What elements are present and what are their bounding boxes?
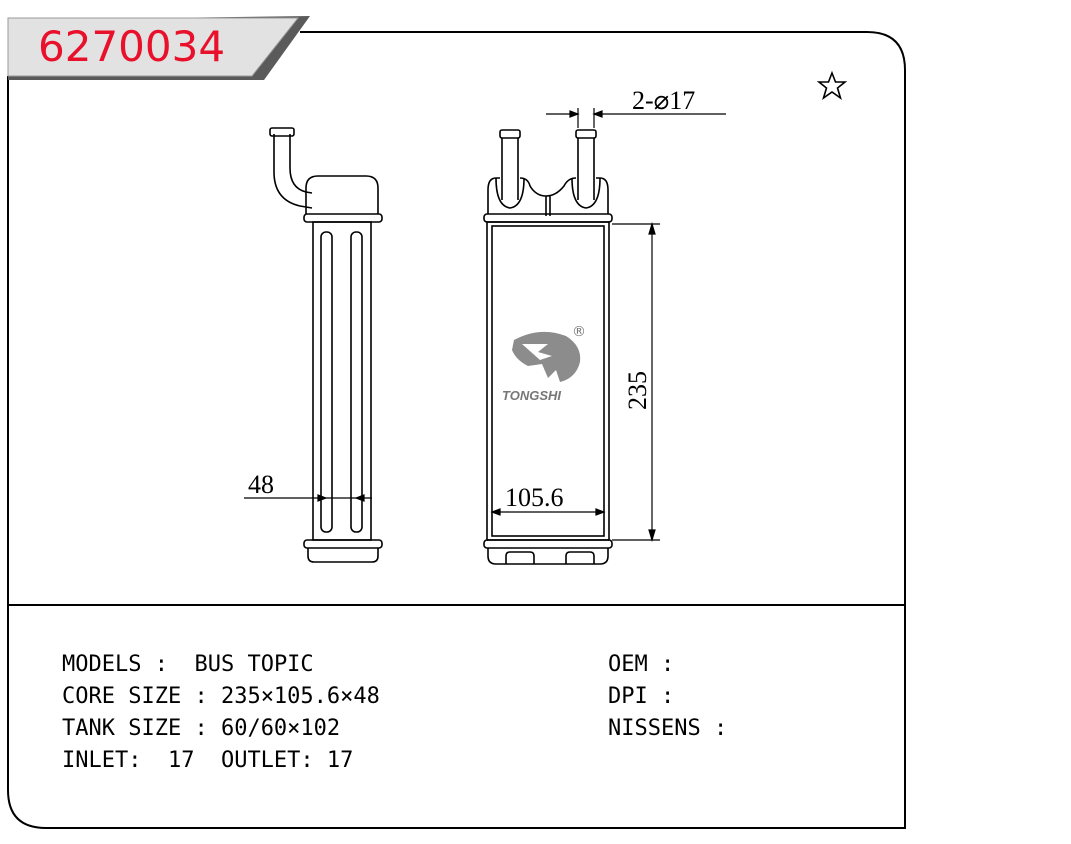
depth-label: 48 bbox=[248, 470, 274, 499]
width-dimension bbox=[490, 508, 606, 516]
spec-nissens: NISSENS : bbox=[608, 716, 740, 741]
star-outline-icon[interactable] bbox=[816, 70, 848, 100]
front-bottom-tank bbox=[487, 548, 609, 565]
spec-value: 60/60×102 bbox=[220, 716, 341, 741]
spec-label: MODELS : bbox=[62, 652, 182, 677]
front-collar-left bbox=[495, 177, 525, 209]
front-pipe-left bbox=[501, 138, 519, 200]
height-label: 235 bbox=[623, 371, 652, 410]
spec-models: MODELS : BUS TOPIC bbox=[62, 652, 314, 677]
depth-dimension bbox=[244, 494, 372, 502]
frame-border bbox=[7, 31, 906, 829]
spec-label: INLET: bbox=[62, 748, 155, 773]
side-view bbox=[269, 127, 383, 563]
side-pipe-cap bbox=[269, 127, 295, 137]
front-bottom-flange bbox=[483, 539, 613, 549]
front-pipe-right-cap bbox=[575, 129, 597, 139]
brand-logo-text: TONGSHI bbox=[502, 388, 561, 403]
front-top-tank bbox=[487, 177, 609, 214]
spec-inlet-outlet: INLET: 17 OUTLET: 17 bbox=[62, 748, 353, 773]
spec-value: 17 OUTLET: 17 bbox=[167, 748, 354, 773]
side-bottom-flange bbox=[303, 539, 383, 549]
side-rib-left bbox=[320, 231, 333, 533]
side-bottom-tank bbox=[307, 548, 379, 563]
spec-dpi: DPI : bbox=[608, 684, 687, 709]
front-pipe-right bbox=[577, 138, 595, 200]
spec-core-size: CORE SIZE : 235×105.6×48 bbox=[62, 684, 380, 709]
front-bottom-slot-left bbox=[505, 551, 535, 564]
front-bottom-slot-right bbox=[565, 551, 595, 564]
pipe-dimension bbox=[546, 108, 726, 128]
registered-mark: ® bbox=[572, 324, 586, 340]
spec-tank-size: TANK SIZE : 60/60×102 bbox=[62, 716, 340, 741]
front-top-flange bbox=[483, 213, 613, 223]
front-core-inner bbox=[491, 225, 605, 537]
front-pipe-left-cap bbox=[499, 129, 521, 139]
spec-oem: OEM : bbox=[608, 652, 687, 677]
spec-label: NISSENS : bbox=[608, 716, 741, 741]
front-view bbox=[483, 129, 613, 565]
height-dimension bbox=[612, 221, 660, 543]
side-top-tank bbox=[305, 175, 379, 214]
spec-label: TANK SIZE : bbox=[62, 716, 221, 741]
spec-label: OEM : bbox=[608, 652, 688, 677]
spec-label: DPI : bbox=[608, 684, 688, 709]
pipe-spec-label: 2-⌀17 bbox=[632, 86, 695, 115]
brand-logo: ® TONGSHI bbox=[502, 324, 586, 403]
part-number-tag-bg bbox=[7, 17, 300, 77]
front-collar-right bbox=[571, 177, 601, 209]
spec-value: 235×105.6×48 bbox=[220, 684, 380, 709]
part-number: 6270034 bbox=[38, 22, 226, 71]
spec-label: CORE SIZE : bbox=[62, 684, 221, 709]
spec-value: BUS TOPIC bbox=[194, 652, 314, 677]
side-rib-right bbox=[350, 231, 363, 533]
width-label: 105.6 bbox=[505, 483, 564, 512]
side-top-flange bbox=[303, 213, 383, 223]
